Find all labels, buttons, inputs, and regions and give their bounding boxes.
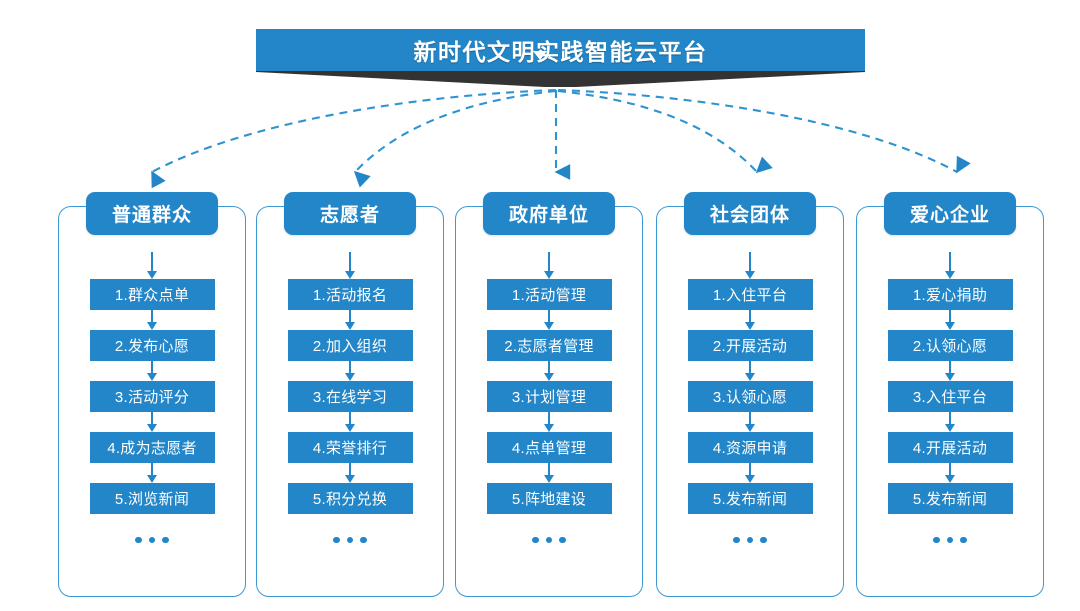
- arrow-down-icon: [544, 252, 554, 279]
- arrow-down-icon: [745, 252, 755, 279]
- flow-item[interactable]: 3.计划管理: [486, 381, 612, 412]
- connector-to-social-group: [557, 89, 773, 174]
- ellipsis-dots: [933, 533, 967, 547]
- arrow-down-icon: [544, 310, 554, 330]
- flow-item[interactable]: 2.加入组织: [287, 330, 413, 361]
- column-body: 1.爱心捐助 2.认领心愿 3.入住平台 4.开展活动 5.发布新闻: [856, 252, 1044, 547]
- column-body: 1.活动管理 2.志愿者管理 3.计划管理 4.点单管理 5.阵地建设: [455, 252, 643, 547]
- arrow-down-icon: [745, 412, 755, 432]
- connector-to-public: [151, 88, 557, 189]
- arrow-down-icon: [745, 361, 755, 381]
- flow-item[interactable]: 4.成为志愿者: [89, 432, 215, 463]
- arrow-down-icon: [945, 310, 955, 330]
- flow-item[interactable]: 5.发布新闻: [687, 483, 813, 514]
- arrow-down-icon: [544, 463, 554, 483]
- ellipsis-dots: [333, 533, 367, 547]
- flow-item[interactable]: 5.浏览新闻: [89, 483, 215, 514]
- caret-down-icon: [533, 51, 547, 60]
- flow-item[interactable]: 4.荣誉排行: [287, 432, 413, 463]
- flow-item[interactable]: 5.阵地建设: [486, 483, 612, 514]
- banner-bar: [256, 29, 865, 71]
- column-header-government[interactable]: 政府单位: [483, 192, 615, 235]
- flow-item[interactable]: 1.活动报名: [287, 279, 413, 310]
- role-columns: 普通群众 1.群众点单 2.发布心愿 3.活动评分 4.成为志愿者 5.浏览新闻…: [0, 192, 1080, 602]
- flow-item[interactable]: 2.发布心愿: [89, 330, 215, 361]
- arrow-down-icon: [345, 412, 355, 432]
- role-column-volunteer: 志愿者 1.活动报名 2.加入组织 3.在线学习 4.荣誉排行 5.积分兑换: [256, 192, 444, 597]
- arrow-down-icon: [945, 252, 955, 279]
- arrow-down-icon: [147, 463, 157, 483]
- flow-item[interactable]: 3.认领心愿: [687, 381, 813, 412]
- flow-item[interactable]: 1.群众点单: [89, 279, 215, 310]
- column-body: 1.群众点单 2.发布心愿 3.活动评分 4.成为志愿者 5.浏览新闻: [58, 252, 246, 547]
- flow-item[interactable]: 4.点单管理: [486, 432, 612, 463]
- arrow-down-icon: [147, 361, 157, 381]
- flow-item[interactable]: 4.开展活动: [887, 432, 1013, 463]
- ellipsis-dots: [733, 533, 767, 547]
- flow-item[interactable]: 2.开展活动: [687, 330, 813, 361]
- arrow-down-icon: [345, 310, 355, 330]
- flow-item[interactable]: 1.爱心捐助: [887, 279, 1013, 310]
- banner-ribbon-shadow: [256, 71, 865, 87]
- arrow-down-icon: [147, 310, 157, 330]
- arrow-down-icon: [345, 463, 355, 483]
- role-column-social-group: 社会团体 1.入住平台 2.开展活动 3.认领心愿 4.资源申请 5.发布新闻: [656, 192, 844, 597]
- flow-item[interactable]: 5.发布新闻: [887, 483, 1013, 514]
- arrow-down-icon: [345, 361, 355, 381]
- connector-to-volunteer: [353, 89, 557, 188]
- column-body: 1.入住平台 2.开展活动 3.认领心愿 4.资源申请 5.发布新闻: [656, 252, 844, 547]
- column-header-social-group[interactable]: 社会团体: [684, 192, 816, 235]
- column-header-caring-enterprise[interactable]: 爱心企业: [884, 192, 1016, 235]
- arrow-down-icon: [945, 412, 955, 432]
- flow-item[interactable]: 3.在线学习: [287, 381, 413, 412]
- arrow-down-icon: [945, 361, 955, 381]
- page-title: 新时代文明实践智能云平台: [413, 39, 708, 65]
- flow-item[interactable]: 3.活动评分: [89, 381, 215, 412]
- flow-item[interactable]: 2.认领心愿: [887, 330, 1013, 361]
- flow-item[interactable]: 4.资源申请: [687, 432, 813, 463]
- role-column-government: 政府单位 1.活动管理 2.志愿者管理 3.计划管理 4.点单管理 5.阵地建设: [455, 192, 643, 597]
- platform-banner: 新时代文明实践智能云平台: [256, 29, 865, 87]
- role-column-caring-enterprise: 爱心企业 1.爱心捐助 2.认领心愿 3.入住平台 4.开展活动 5.发布新闻: [856, 192, 1044, 597]
- arrow-down-icon: [345, 252, 355, 279]
- arrow-down-icon: [544, 412, 554, 432]
- ellipsis-dots: [135, 533, 169, 547]
- arrow-down-icon: [147, 252, 157, 279]
- role-column-public: 普通群众 1.群众点单 2.发布心愿 3.活动评分 4.成为志愿者 5.浏览新闻: [58, 192, 246, 597]
- flow-item[interactable]: 5.积分兑换: [287, 483, 413, 514]
- flow-item[interactable]: 1.活动管理: [486, 279, 612, 310]
- arrow-down-icon: [745, 310, 755, 330]
- arrow-down-icon: [745, 463, 755, 483]
- arrow-down-icon: [544, 361, 554, 381]
- column-header-public[interactable]: 普通群众: [86, 192, 218, 235]
- flow-item[interactable]: 3.入住平台: [887, 381, 1013, 412]
- flow-item[interactable]: 2.志愿者管理: [486, 330, 612, 361]
- connector-to-caring-enterprise: [557, 88, 971, 174]
- column-header-volunteer[interactable]: 志愿者: [284, 192, 416, 235]
- column-body: 1.活动报名 2.加入组织 3.在线学习 4.荣誉排行 5.积分兑换: [256, 252, 444, 547]
- arrow-down-icon: [147, 412, 157, 432]
- flow-item[interactable]: 1.入住平台: [687, 279, 813, 310]
- arrow-down-icon: [945, 463, 955, 483]
- ellipsis-dots: [532, 533, 566, 547]
